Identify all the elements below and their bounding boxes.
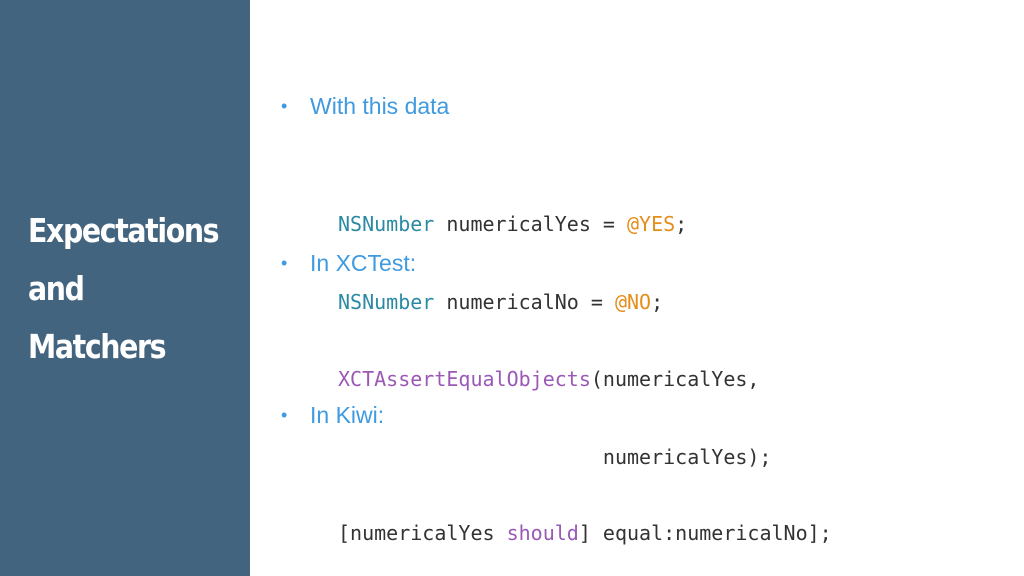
code-token: ; <box>651 290 664 314</box>
bullet-dot-icon: • <box>281 405 288 425</box>
title-line-1: Expectations <box>28 211 220 250</box>
code-token-type: NSNumber <box>338 212 435 236</box>
code-token: numericalYes = <box>434 212 627 236</box>
code-token: [numericalYes <box>338 521 507 545</box>
code-line: [numericalYes should] equal:numericalNo]… <box>338 520 832 546</box>
code-token: (numericalYes, <box>590 367 760 391</box>
code-token-function: should <box>506 521 579 545</box>
code-line: NSNumber numericalYes = @YES; <box>338 211 687 237</box>
code-line: numericalYes); <box>338 444 772 470</box>
code-token: ] equal:numericalNo]; <box>578 521 832 545</box>
code-token: numericalYes); <box>338 445 772 469</box>
code-block: XCTAssertEqualObjects(numericalYes, nume… <box>338 314 771 522</box>
title-line-3: Matchers <box>28 327 166 366</box>
code-block: [numericalYes should] equal:numericalNo]… <box>338 468 832 576</box>
bullet-label: With this data <box>310 93 450 119</box>
slide-title: Expectations and Matchers <box>28 202 220 376</box>
code-token-literal: @NO <box>614 290 652 314</box>
title-line-2: and <box>28 269 85 308</box>
bullet-dot-icon: • <box>281 96 288 116</box>
code-line: NSNumber numericalNo = @NO; <box>338 289 687 315</box>
bullet-item: • With this data <box>281 93 449 120</box>
code-block: NSNumber numericalYes = @YES; NSNumber n… <box>338 159 687 367</box>
code-token: numericalNo = <box>434 290 615 314</box>
code-token-literal: @YES <box>626 212 676 236</box>
code-token: ; <box>675 212 688 236</box>
bullet-label: In XCTest: <box>310 250 417 276</box>
bullet-dot-icon: • <box>281 253 288 273</box>
bullet-item: • In Kiwi: <box>281 402 384 429</box>
code-token-function: XCTAssertEqualObjects <box>338 367 591 391</box>
code-line: XCTAssertEqualObjects(numericalYes, <box>338 366 771 392</box>
code-token-type: NSNumber <box>338 290 435 314</box>
bullet-item: • In XCTest: <box>281 250 416 277</box>
sidebar: Expectations and Matchers <box>0 0 250 576</box>
bullet-label: In Kiwi: <box>310 402 385 428</box>
